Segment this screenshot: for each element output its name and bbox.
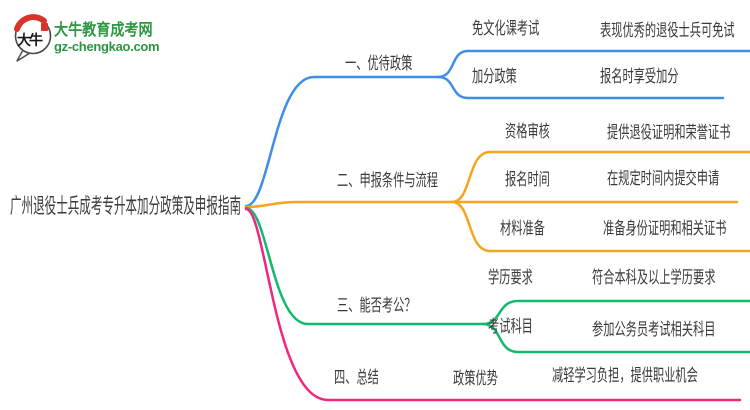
logo-site-domain: gz-chengkao.com	[54, 39, 160, 54]
branch-1-child-2-leaf-label: 报名时享受加分	[600, 67, 679, 86]
branch-4-label: 四、总结	[334, 368, 379, 387]
branch-1-line-top	[244, 49, 750, 208]
branch-4-line	[244, 207, 742, 402]
daniu-bull-bubble-icon: 大牛	[14, 14, 52, 62]
branch-1-child-1-leaf-label: 表现优秀的退役士兵可免试	[600, 21, 735, 40]
branch-3-child-1-leaf-label: 符合本科及以上学历要求	[592, 268, 716, 287]
branch-3-label: 三、能否考公？	[337, 296, 416, 315]
branch-1-line-bottom	[436, 75, 725, 100]
branch-2-child-3-leaf-label: 准备身份证明和相关证书	[603, 219, 727, 238]
branch-3-child-2-label: 考试科目	[488, 317, 533, 336]
branch-2-child-1-leaf-label: 提供退役证明和荣誉证书	[607, 123, 731, 142]
branch-2-child-3-label: 材料准备	[500, 219, 545, 238]
branch-2-child-2-label: 报名时间	[505, 170, 550, 189]
branch-1-child-2-label: 加分政策	[472, 67, 517, 86]
branch-3-line-top	[481, 299, 750, 326]
branch-2-child-2-leaf-label: 在规定时间内提交申请	[607, 169, 720, 188]
branch-2-line-top	[450, 150, 750, 204]
branch-3-line-bottom	[481, 322, 750, 354]
branch-2-label: 二、申报条件与流程	[337, 171, 438, 190]
root-topic-label: 广州退役士兵成考专升本加分政策及申报指南	[10, 195, 241, 218]
branch-3-child-2-leaf-label: 参加公务员考试相关科目	[592, 320, 716, 339]
branch-3-child-1-label: 学历要求	[488, 268, 533, 287]
logo-site-name: 大牛教育成考网	[54, 22, 153, 39]
branch-2-child-1-label: 资格审核	[505, 122, 550, 141]
branch-3-line-main	[244, 206, 485, 326]
branch-1-label: 一、优待政策	[345, 54, 413, 73]
branch-4-child-1-leaf-label: 减轻学习负担，提供职业机会	[552, 366, 698, 385]
branch-2-line-middle	[244, 200, 739, 209]
branch-2-line-bottom	[450, 200, 750, 253]
branch-4-child-1-label: 政策优势	[453, 369, 498, 388]
logo-icon-text: 大牛	[17, 32, 43, 48]
branch-1-child-1-label: 免文化课考试	[472, 19, 540, 38]
